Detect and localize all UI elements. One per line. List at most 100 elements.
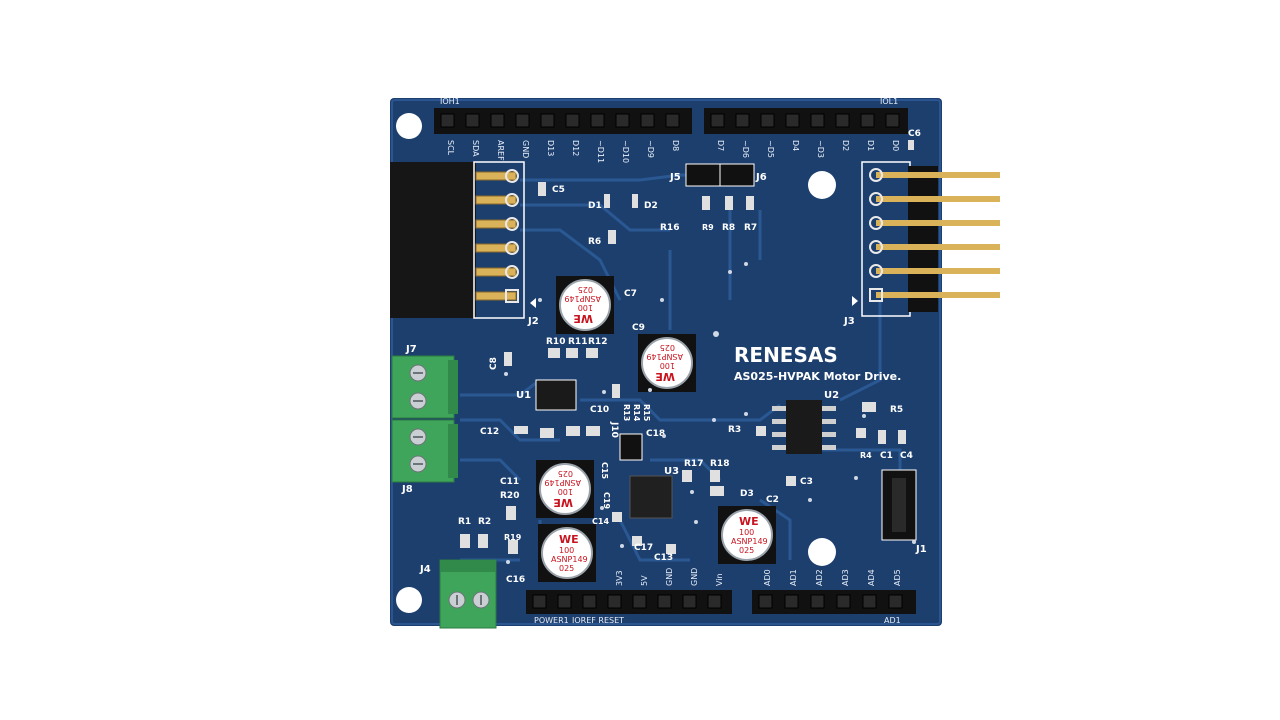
- refdes-label: J5: [669, 172, 681, 183]
- refdes-label: R15: [642, 404, 651, 422]
- brand-logo-text: RENESAS: [734, 343, 838, 367]
- refdes-label: J2: [527, 316, 539, 327]
- header-ad1: [752, 590, 916, 614]
- refdes-label: J3: [843, 316, 855, 327]
- header-label-iol1: IOL1: [880, 97, 898, 106]
- pin-label: ~D3: [816, 140, 825, 158]
- refdes-label: R10: [546, 337, 565, 347]
- refdes-label: C6: [908, 129, 921, 139]
- refdes-label: U2: [824, 390, 839, 401]
- cap-series: ASNP149: [646, 352, 683, 361]
- pin-label: D8: [671, 140, 680, 151]
- pin-label: D12: [571, 140, 580, 156]
- refdes-label: R12: [588, 337, 607, 347]
- cap-voltage: 100: [660, 361, 675, 370]
- cap-brand: WE: [559, 533, 579, 546]
- refdes-label: R5: [890, 405, 903, 415]
- cap-series: ASNP149: [544, 478, 581, 487]
- cap-voltage: 100: [739, 528, 754, 537]
- header-label-power1-sub: IOREF RESET: [572, 616, 624, 625]
- refdes-label: C4: [900, 451, 913, 461]
- pin-label: D0: [891, 140, 900, 151]
- refdes-label: C7: [624, 289, 637, 299]
- terminal-j8: [391, 419, 458, 483]
- pin-label: D7: [716, 140, 725, 151]
- refdes-label: R17: [684, 459, 703, 469]
- refdes-label: R14: [632, 404, 641, 422]
- header-label-ioh1: IOH1: [440, 97, 460, 106]
- pin-label: SDA: [471, 140, 480, 157]
- pin-label: Vin: [715, 573, 724, 586]
- mounting-hole: [396, 587, 422, 613]
- refdes-label: C2: [766, 495, 779, 505]
- refdes-label: C13: [654, 553, 673, 563]
- refdes-label: J4: [419, 564, 431, 575]
- mounting-holes: [396, 113, 836, 613]
- refdes-label: J8: [401, 484, 413, 495]
- cap-brand: WE: [553, 496, 573, 509]
- header-ioh1: [434, 108, 692, 134]
- connector-j2: [390, 161, 536, 319]
- cap-brand: WE: [573, 312, 593, 325]
- capacitor-markings: WE 100 ASNP149 025 WE 100 ASNP149 025 WE…: [544, 285, 767, 573]
- pin-label: AD2: [815, 569, 824, 586]
- cap-series: ASNP149: [731, 537, 768, 546]
- pin-label: GND: [521, 140, 530, 158]
- refdes-label: J6: [755, 172, 767, 183]
- pin-label: AREF: [496, 140, 505, 161]
- pcb-traces: [460, 173, 902, 580]
- refdes-label: R4: [860, 451, 872, 460]
- refdes-label: R13: [622, 404, 631, 421]
- cap-code: 025: [578, 285, 593, 294]
- refdes-label: C14: [592, 517, 609, 526]
- pin-label: AD5: [893, 569, 902, 586]
- refdes-label: R8: [722, 223, 735, 233]
- cap-voltage: 100: [578, 303, 593, 312]
- refdes-label: C18: [646, 429, 665, 439]
- terminal-j4: [439, 559, 497, 629]
- pin-label: ~D9: [646, 140, 655, 158]
- refdes-label: J7: [405, 344, 417, 355]
- refdes-label: R9: [702, 223, 714, 232]
- refdes-label: R3: [728, 425, 741, 435]
- board-title: AS025-HVPAK Motor Drive.: [734, 370, 901, 383]
- connector-j3: [852, 161, 1000, 317]
- cap-code: 025: [559, 564, 574, 573]
- mounting-hole: [808, 538, 836, 566]
- refdes-label: C5: [552, 185, 565, 195]
- refdes-label: R11: [568, 337, 587, 347]
- bottom-pin-labels: 3V3 5V GND GND Vin AD0 AD1 AD2 AD3 AD4 A…: [615, 568, 902, 586]
- pin-label: D1: [866, 140, 875, 151]
- pin-label: ~D5: [766, 140, 775, 158]
- refdes-label: C17: [634, 543, 653, 553]
- header-label-power1: POWER1: [534, 616, 569, 625]
- refdes-label: C16: [506, 575, 525, 585]
- refdes-label: C12: [480, 427, 499, 437]
- refdes-label: C15: [600, 462, 609, 479]
- refdes-label: C1: [880, 451, 893, 461]
- pin-label: 3V3: [615, 570, 624, 586]
- pcb-vias: [504, 262, 916, 564]
- pin-label: AD4: [867, 569, 876, 586]
- refdes-label: R18: [710, 459, 729, 469]
- cap-voltage: 100: [558, 487, 573, 496]
- pin-label: GND: [665, 568, 674, 586]
- cap-voltage: 100: [559, 546, 574, 555]
- refdes-label: D1: [588, 201, 602, 211]
- refdes-label: U3: [664, 466, 679, 477]
- reference-designators: J1 J2 J3 J4 J5 J6 J7 J8 J10 C1 C2 C3 C4 …: [401, 129, 927, 585]
- refdes-label: R2: [478, 517, 491, 527]
- refdes-label: J1: [915, 544, 927, 555]
- pin-label: ~D10: [621, 140, 630, 163]
- pin-label: GND: [690, 568, 699, 586]
- refdes-label: C19: [602, 492, 611, 509]
- pin-label: D4: [791, 140, 800, 151]
- refdes-label: C11: [500, 477, 519, 487]
- cap-code: 025: [660, 343, 675, 352]
- refdes-label: R20: [500, 491, 519, 501]
- refdes-label: U1: [516, 390, 531, 401]
- header-power1: [526, 590, 732, 614]
- cap-series: ASNP149: [564, 294, 601, 303]
- refdes-label: C10: [590, 405, 609, 415]
